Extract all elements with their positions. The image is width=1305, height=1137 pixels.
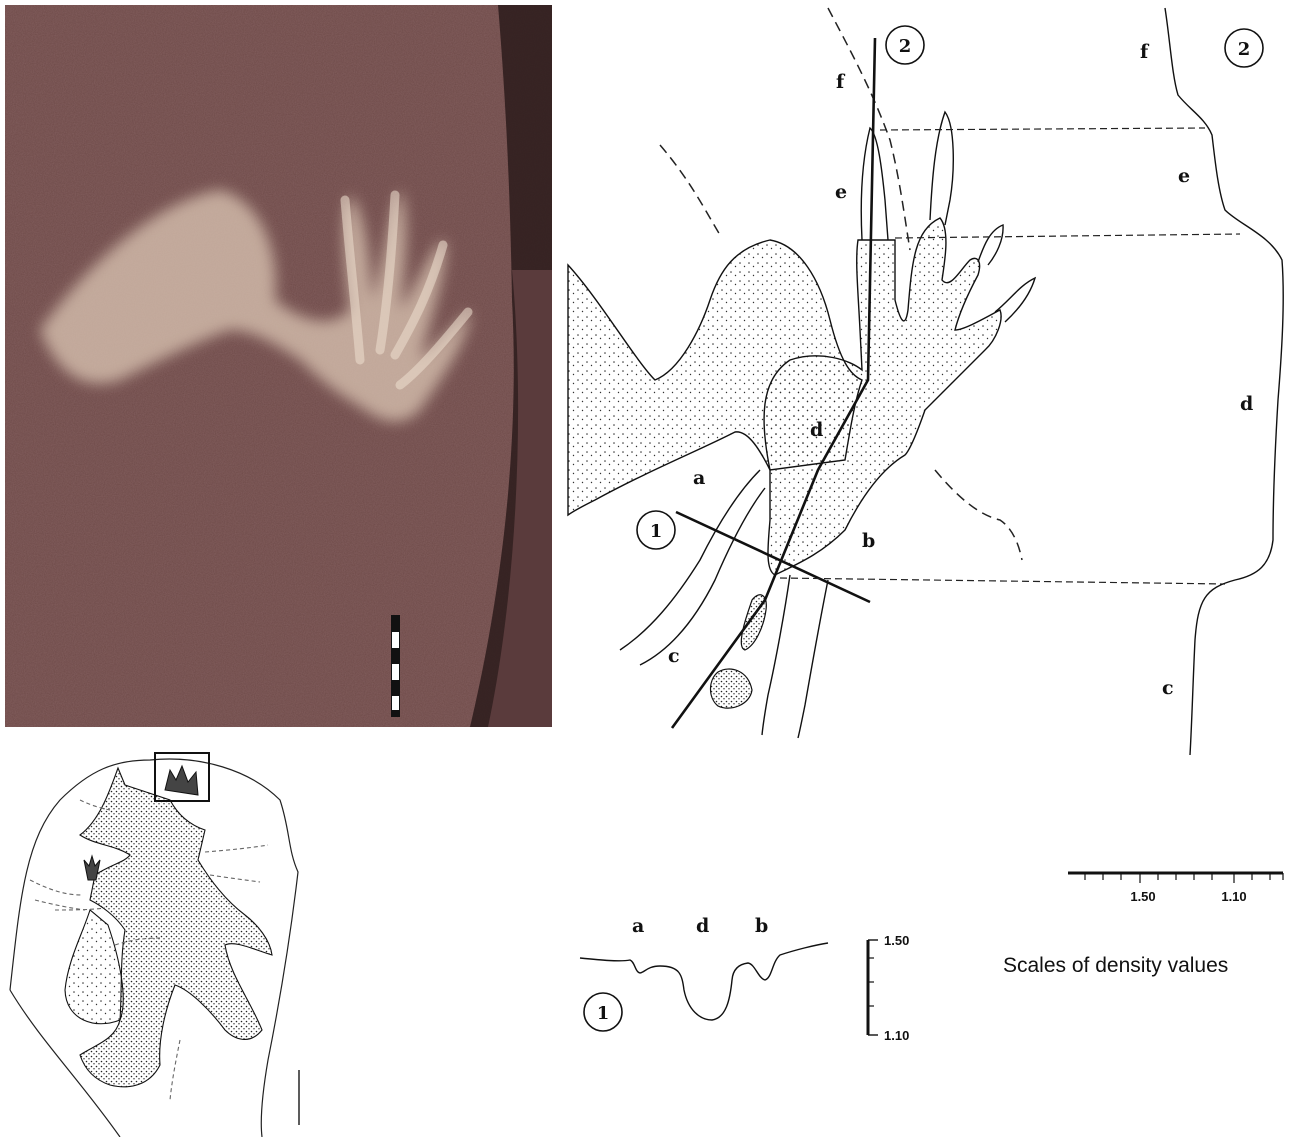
marker-section-1: 1 — [637, 511, 675, 549]
density-axis-top-label: 1.50 — [884, 933, 909, 948]
profile-1-label-b: b — [755, 915, 768, 937]
density-axis-bottom-label: 1.10 — [884, 1028, 909, 1043]
marker-section-2: 2 — [886, 26, 924, 64]
rock-photograph — [5, 5, 552, 727]
profile-2-label-f: f — [1140, 41, 1150, 63]
density-scale: 1.50 1.10 Scales of density values — [1003, 873, 1283, 977]
svg-text:1: 1 — [650, 521, 663, 542]
label-e: e — [835, 181, 847, 203]
svg-text:2: 2 — [899, 36, 912, 57]
svg-text:1: 1 — [597, 1003, 610, 1024]
projection-line-e — [880, 128, 1205, 130]
density-scale-tick-right: 1.10 — [1221, 889, 1246, 904]
density-profile-1: a d b 1 1.50 1.10 — [580, 915, 909, 1043]
dashed-crack-right — [935, 470, 1022, 560]
label-d: d — [810, 419, 823, 441]
profile-2-curve — [1165, 8, 1283, 755]
label-f: f — [836, 71, 846, 93]
finger-outline-1 — [861, 128, 888, 240]
engraving-drawing: f e d a b c 2 1 — [568, 8, 1240, 738]
limb-outline-b-right — [798, 580, 828, 738]
finger-outline-2 — [930, 112, 953, 225]
density-profile-2: 2 f e d c — [1140, 8, 1283, 755]
label-a: a — [693, 467, 705, 489]
limb-outline-a-outer — [620, 470, 760, 650]
marker-profile-2: 2 — [1225, 29, 1263, 67]
projection-line-c — [780, 578, 1225, 584]
profile-2-label-d: d — [1240, 393, 1253, 415]
label-b: b — [862, 530, 875, 552]
svg-text:2: 2 — [1238, 39, 1251, 60]
label-c: c — [668, 645, 680, 667]
projection-line-d — [895, 234, 1240, 238]
profile-1-label-a: a — [632, 915, 644, 937]
dashed-crack-left — [660, 145, 720, 235]
overview-hand-top — [165, 766, 198, 795]
overview-drawing — [10, 753, 299, 1137]
density-scale-caption: Scales of density values — [1003, 954, 1228, 977]
profile-1-label-d: d — [696, 915, 709, 937]
overview-pendant — [65, 910, 123, 1024]
small-blob-lower — [711, 669, 753, 708]
density-axis — [868, 940, 878, 1035]
finger-outline-3 — [978, 225, 1003, 265]
density-scale-tick-left: 1.50 — [1130, 889, 1155, 904]
photo-scale-bar — [391, 615, 400, 717]
profile-2-label-e: e — [1178, 165, 1190, 187]
profile-2-label-c: c — [1162, 677, 1174, 699]
marker-profile-1: 1 — [584, 993, 622, 1031]
